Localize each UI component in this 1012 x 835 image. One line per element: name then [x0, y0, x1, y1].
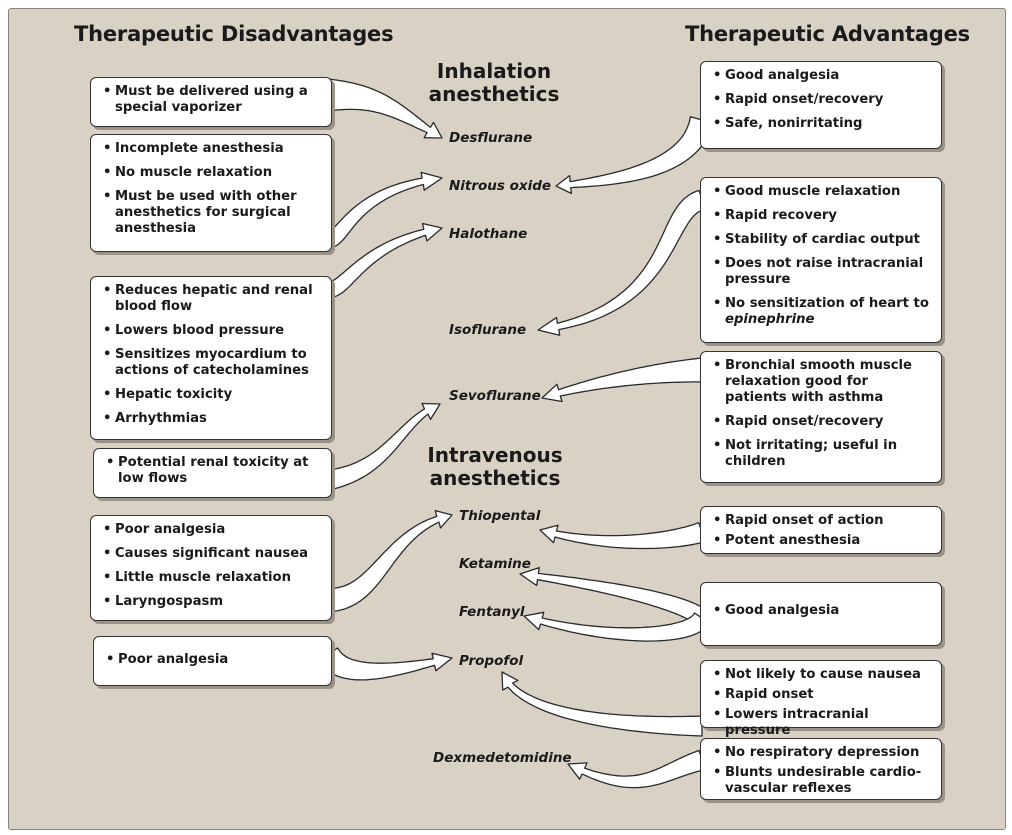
list-item: Good analgesia	[713, 603, 933, 619]
inhalation-title-line2: anesthetics	[428, 82, 560, 106]
arrow-dexmedetomidine-advantages	[567, 749, 706, 789]
list-item: Potential renal toxicity at low flows	[106, 455, 323, 487]
arrow-sevoflurane-disadvantages	[325, 402, 441, 491]
drug-dexmedetomidine: Dexmedetomidine	[433, 750, 572, 766]
inhalation-section-title: Inhalation anesthetics	[428, 60, 560, 106]
arrow-halothane-disadvantages	[326, 222, 443, 299]
drug-propofol: Propofol	[459, 653, 524, 669]
intravenous-title-line2: anesthetics	[429, 466, 561, 490]
arrow-fentanyl-advantages	[523, 611, 711, 642]
arrow-nitrous-oxide-disadvantages	[326, 171, 443, 249]
list-item: Good analgesia	[713, 68, 933, 84]
drug-desflurane: Desflurane	[449, 130, 533, 146]
list-item: Not irritating; useful in children	[713, 438, 933, 470]
list-item: No muscle relaxation	[103, 165, 323, 181]
list-item: Must be delivered using a special vapori…	[103, 84, 323, 116]
arrow-propofol-disadvantages	[317, 647, 453, 681]
inhalation-title-line1: Inhalation	[436, 59, 552, 83]
drug-nitrous-oxide: Nitrous oxide	[449, 178, 552, 194]
list-item: Lowers blood pressure	[103, 323, 323, 339]
list-item: Not likely to cause nausea	[713, 667, 933, 683]
list-item: Rapid onset/recovery	[713, 92, 933, 108]
list-item: Hepatic toxicity	[103, 387, 323, 403]
arrow-desflurane-disadvantages	[327, 78, 443, 139]
arrow-nitrous-oxide-advantages	[555, 116, 715, 195]
intravenous-title-line1: Intravenous	[427, 443, 563, 467]
list-item: Rapid onset of action	[713, 513, 933, 529]
list-item-text: No sensitization of heart to	[725, 296, 929, 311]
advantages-thiopental-box: Rapid onset of action Potent anesthesia	[700, 506, 942, 554]
disadvantages-heading: Therapeutic Disadvantages	[74, 22, 394, 46]
advantages-nitrous-oxide-box: Good analgesia Rapid onset/recovery Safe…	[700, 61, 942, 149]
drug-fentanyl: Fentanyl	[459, 604, 525, 620]
list-item-italic-text: epinephrine	[725, 312, 815, 327]
advantages-sevoflurane-box: Bronchial smooth muscle relaxation good …	[700, 351, 942, 483]
disadvantages-sevoflurane-box: Potential renal toxicity at low flows	[93, 448, 332, 498]
list-item: Laryngospasm	[103, 594, 323, 610]
arrow-thiopental-disadvantages	[326, 509, 453, 613]
list-item: Stability of cardiac output	[713, 232, 933, 248]
list-item: Incomplete anesthesia	[103, 141, 323, 157]
list-item: No respiratory depression	[713, 745, 933, 761]
list-item: Rapid recovery	[713, 208, 933, 224]
list-item: Little muscle relaxation	[103, 570, 323, 586]
arrow-isoflurane-advantages	[537, 189, 706, 336]
drug-halothane: Halothane	[449, 226, 528, 242]
advantages-propofol-box: Not likely to cause nausea Rapid onset L…	[700, 660, 942, 738]
list-item: Sensitizes myocardium to actions of cate…	[103, 347, 323, 379]
advantages-isoflurane-box: Good muscle relaxation Rapid recovery St…	[700, 177, 942, 343]
list-item: Must be used with other anesthetics for …	[103, 189, 323, 237]
disadvantages-nitrous-oxide-box: Incomplete anesthesia No muscle relaxati…	[90, 134, 332, 252]
disadvantages-desflurane-box: Must be delivered using a special vapori…	[90, 77, 332, 127]
list-item: Reduces hepatic and renal blood flow	[103, 283, 323, 315]
list-item: Lowers intracranial pressure	[713, 707, 933, 739]
drug-ketamine: Ketamine	[459, 556, 531, 572]
list-item: Bronchial smooth muscle relaxation good …	[713, 358, 933, 406]
list-item: Arrhythmias	[103, 411, 323, 427]
disadvantages-halothane-box: Reduces hepatic and renal blood flow Low…	[90, 276, 332, 440]
list-item: Poor analgesia	[103, 522, 323, 538]
advantages-ketamine-fentanyl-box: Good analgesia	[700, 582, 942, 646]
arrow-thiopental-advantages	[539, 521, 706, 550]
list-item: Rapid onset/recovery	[713, 414, 933, 430]
list-item: Potent anesthesia	[713, 533, 933, 549]
intravenous-section-title: Intravenous anesthetics	[422, 444, 568, 490]
disadvantages-thiopental-box: Poor analgesia Causes significant nausea…	[90, 515, 332, 621]
arrow-propofol-advantages	[501, 671, 703, 737]
list-item: Blunts undesirable cardio-vascular refle…	[713, 765, 933, 797]
arrow-ketamine-advantages	[519, 566, 709, 626]
disadvantages-propofol-box: Poor analgesia	[93, 636, 332, 686]
list-item: Good muscle relaxation	[713, 184, 933, 200]
list-item: Poor analgesia	[106, 652, 323, 668]
list-item: Safe, nonirritating	[713, 116, 933, 132]
arrow-sevoflurane-advantages	[541, 357, 704, 403]
drug-sevoflurane: Sevoflurane	[449, 388, 541, 404]
list-item: No sensitization of heart to epinephrine	[713, 296, 933, 328]
list-item: Does not raise intracranial pressure	[713, 256, 933, 288]
advantages-heading: Therapeutic Advantages	[685, 22, 970, 46]
drug-isoflurane: Isoflurane	[449, 322, 527, 338]
list-item: Causes significant nausea	[103, 546, 323, 562]
drug-thiopental: Thiopental	[459, 508, 541, 524]
advantages-dexmedetomidine-box: No respiratory depression Blunts undesir…	[700, 738, 942, 800]
list-item: Rapid onset	[713, 687, 933, 703]
